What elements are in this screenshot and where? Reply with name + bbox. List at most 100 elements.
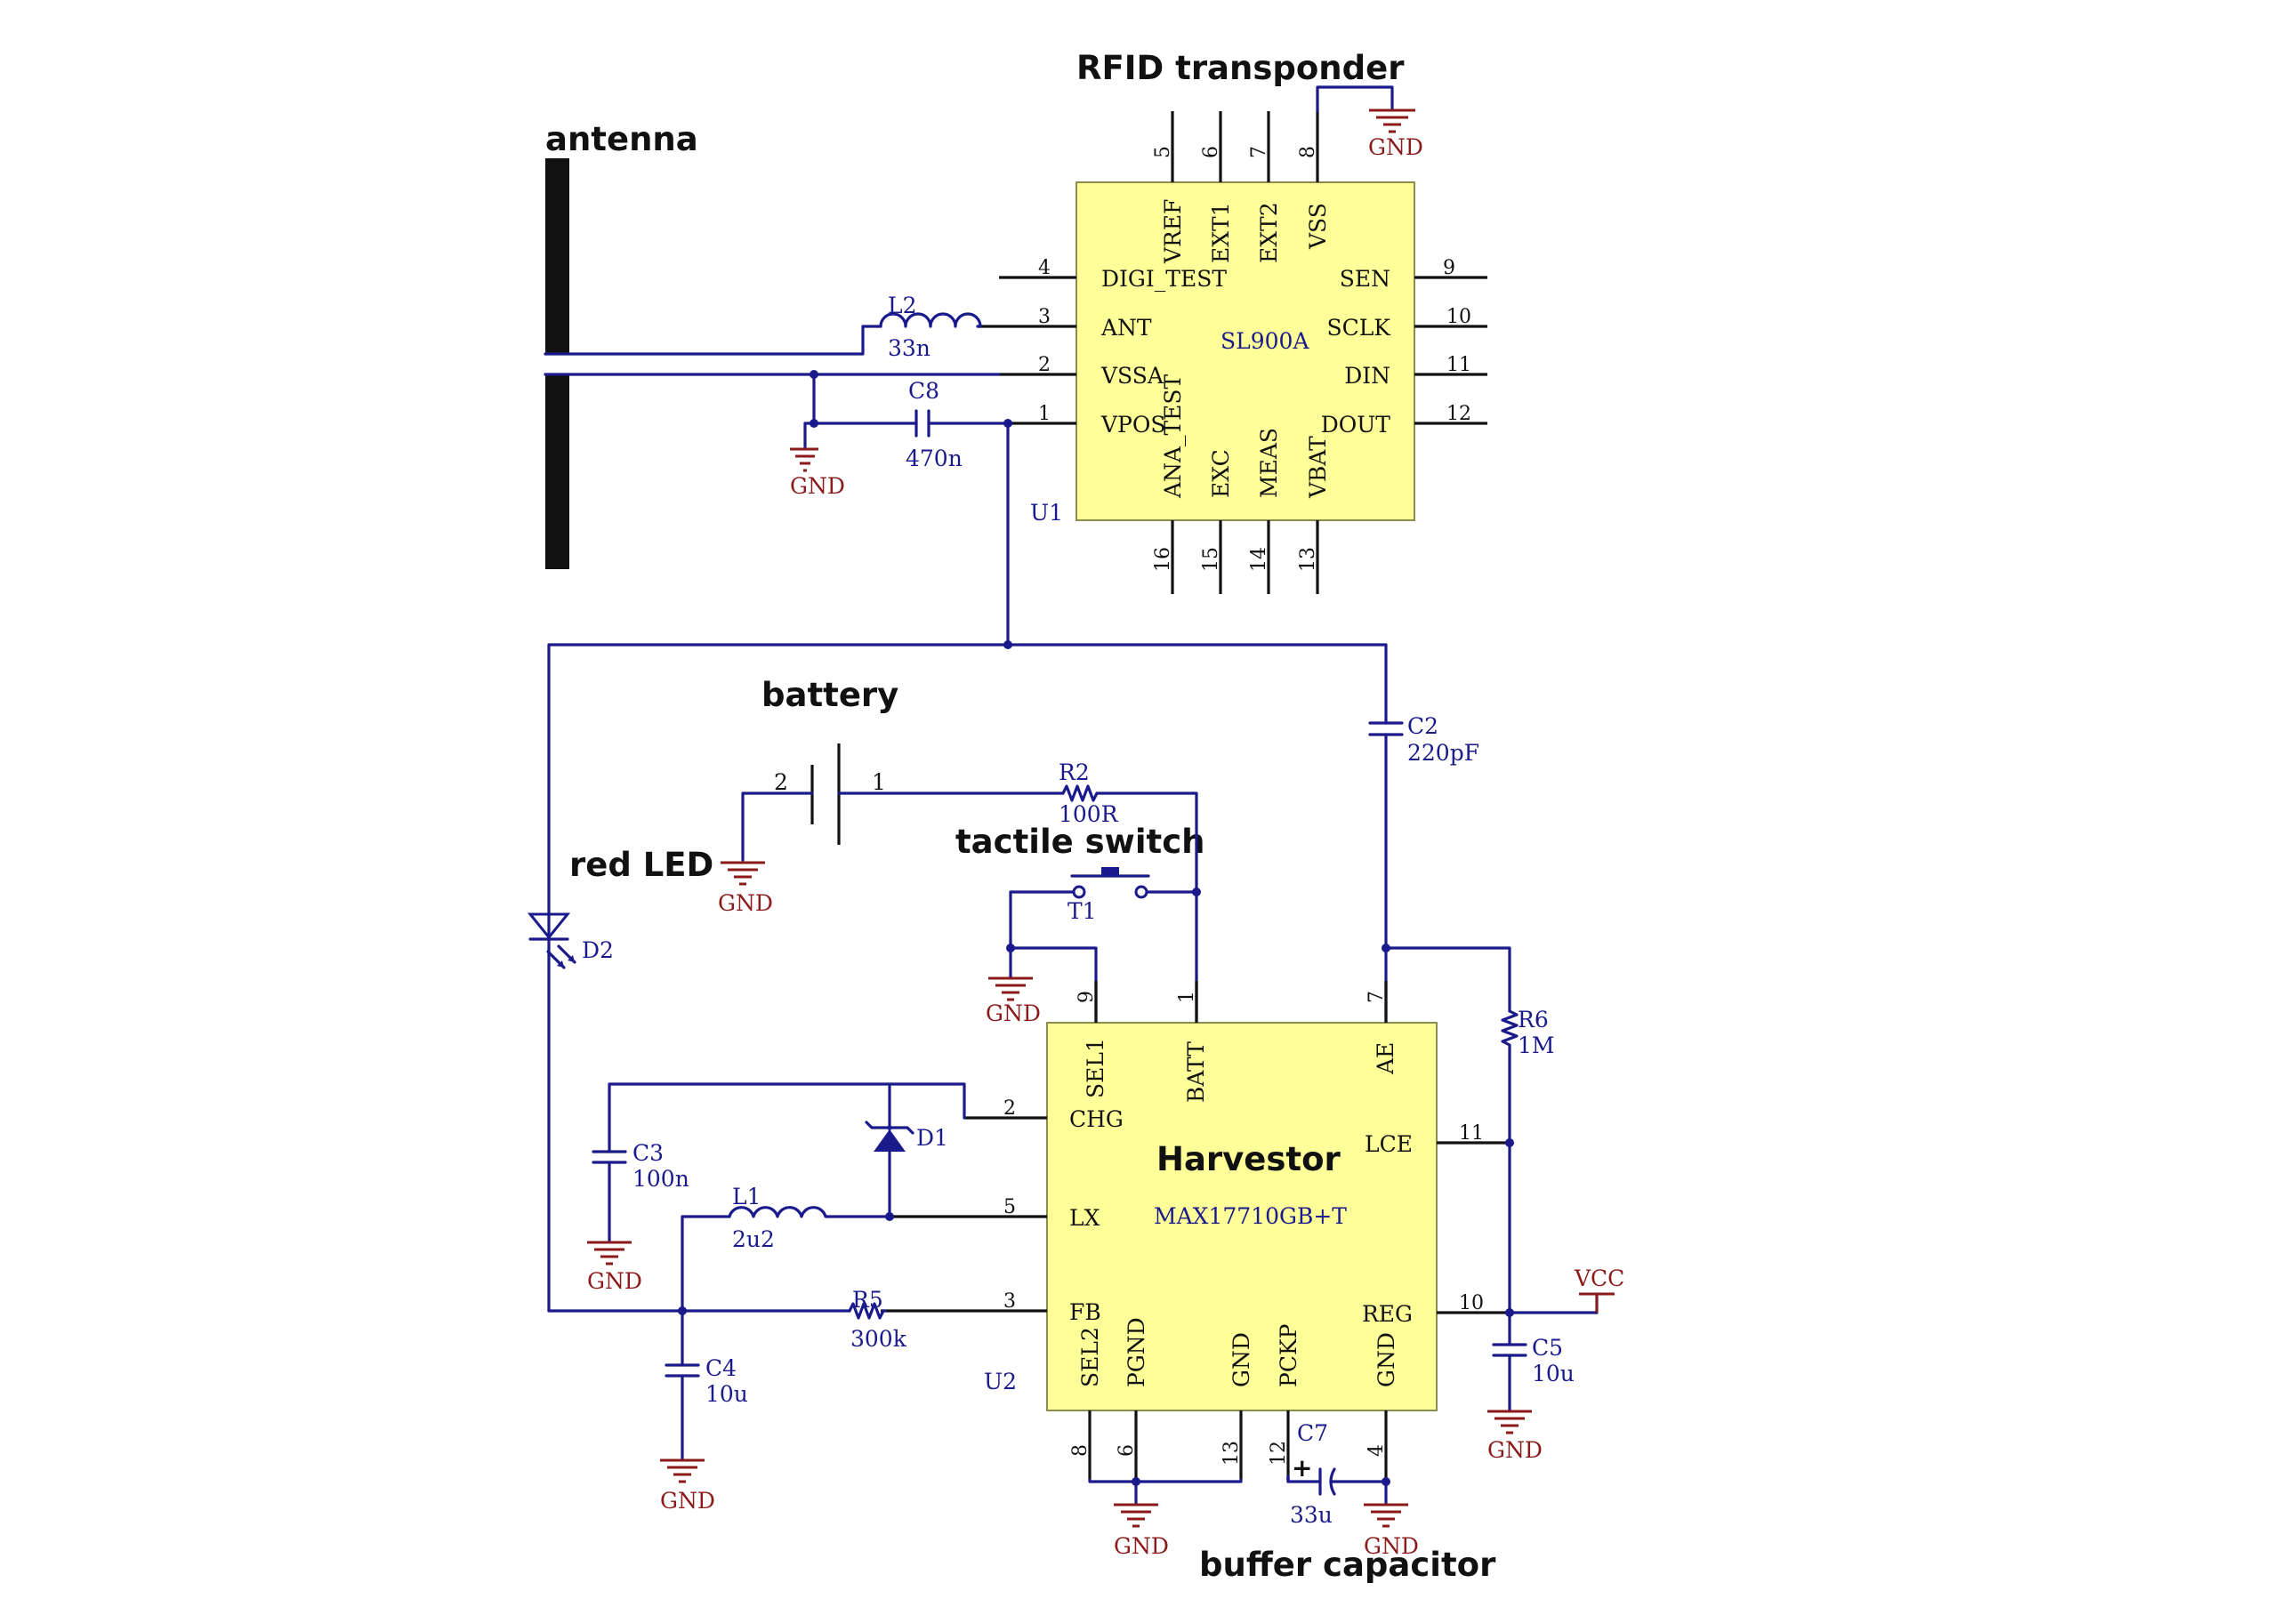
antenna-wiring (544, 312, 1010, 647)
u2-pgnd-ground (1114, 1503, 1158, 1528)
u1-pin16-num: 16 (1152, 547, 1174, 572)
c4-ground (660, 1458, 705, 1483)
gnd-label-battery: GND (718, 890, 773, 916)
c3-ground (587, 1241, 632, 1266)
u2-pin8-num: 8 (1069, 1444, 1092, 1457)
c2-value: 220pF (1407, 740, 1479, 766)
battery-label: battery (761, 676, 898, 714)
u2-pin-sel2: SEL2 (1077, 1327, 1103, 1387)
u1-pin1-num: 1 (1038, 403, 1051, 425)
d1-zener-diode (865, 1121, 914, 1152)
u1-pin-din: DIN (1344, 363, 1390, 389)
gnd-label-c4: GND (660, 1488, 715, 1514)
d1-ref: D1 (916, 1125, 948, 1151)
gnd-label-c8: GND (790, 473, 845, 499)
switch-ground (988, 976, 1033, 1001)
r5-resistor (848, 1302, 887, 1320)
u1-pin-ext1: EXT1 (1208, 202, 1234, 263)
gnd-label-gnd4: GND (1364, 1533, 1419, 1559)
u2-pin13-num: 13 (1221, 1441, 1243, 1466)
u2-pin-gnd13: GND (1229, 1332, 1254, 1387)
u1-pin-sen: SEN (1340, 266, 1390, 292)
u2-pin-batt: BATT (1183, 1041, 1209, 1103)
u2-pin-fb: FB (1069, 1299, 1101, 1325)
rfid-transponder-label: RFID transponder (1076, 49, 1405, 87)
u1-pin-vref: VREF (1160, 199, 1186, 264)
l1-ref: L1 (732, 1184, 761, 1209)
u2-pin-sel1: SEL1 (1083, 1038, 1108, 1098)
u1-pin6-num: 6 (1200, 146, 1222, 158)
u1-pin2-num: 2 (1038, 354, 1051, 376)
u2-harvestor-chip (881, 981, 1510, 1480)
gnd-label-switch: GND (986, 1000, 1041, 1026)
u1-pin-vss: VSS (1305, 203, 1331, 250)
l2-ref: L2 (888, 293, 917, 318)
u2-pin-lce: LCE (1365, 1131, 1413, 1157)
u1-pin5-num: 5 (1152, 146, 1174, 158)
u2-pin11-num: 11 (1459, 1122, 1484, 1145)
u2-pin9-num: 9 (1075, 991, 1098, 1003)
c4-value: 10u (705, 1381, 748, 1407)
vcc-label: VCC (1574, 1266, 1624, 1291)
l1-value: 2u2 (732, 1226, 775, 1252)
u2-pin-pgnd: PGND (1124, 1317, 1149, 1387)
c7-ref: C7 (1297, 1420, 1328, 1446)
u1-pin7-num: 7 (1248, 146, 1270, 158)
u1-part-number: SL900A (1221, 328, 1309, 354)
c4-ref: C4 (705, 1355, 737, 1381)
u2-pin1-num: 1 (1176, 991, 1198, 1003)
u1-pin-digi-test: DIGI_TEST (1101, 266, 1227, 292)
u1-pin-sclk: SCLK (1326, 315, 1391, 341)
red-led-label: red LED (569, 846, 713, 884)
d2-ref: D2 (582, 937, 614, 963)
c5-ref: C5 (1532, 1335, 1563, 1361)
u1-pin-ant: ANT (1100, 315, 1152, 341)
r2-ref: R2 (1059, 759, 1090, 785)
u1-pin8-num: 8 (1297, 146, 1319, 158)
l2-ground (790, 447, 818, 472)
u1-pin10-num: 10 (1446, 306, 1471, 328)
tactile-switch-label: tactile switch (955, 823, 1204, 861)
u2-pin6-num: 6 (1116, 1444, 1138, 1457)
u2-pin12-num: 12 (1268, 1441, 1290, 1466)
u1-pin14-num: 14 (1248, 547, 1270, 572)
battery-symbol (741, 743, 1065, 862)
u1-pin-vpos: VPOS (1100, 412, 1166, 438)
r6-ref: R6 (1518, 1007, 1549, 1032)
c5-value: 10u (1532, 1361, 1575, 1386)
battery-pin1: 1 (872, 769, 886, 795)
u2-pin4-num: 4 (1366, 1444, 1388, 1457)
u1-vss-ground-net (1316, 85, 1415, 133)
u2-pin-lx: LX (1069, 1205, 1100, 1231)
u1-pin-meas: MEAS (1256, 428, 1282, 498)
u2-left-wiring (547, 1082, 966, 1460)
u1-pin15-num: 15 (1200, 547, 1222, 572)
u2-title: Harvestor (1156, 1140, 1341, 1178)
u2-gnd4-ground (1364, 1503, 1408, 1528)
u1-pin-dout: DOUT (1321, 412, 1391, 438)
c3-ref: C3 (632, 1140, 664, 1166)
u2-pin2-num: 2 (1003, 1097, 1016, 1120)
c8-value: 470n (906, 446, 963, 471)
u1-pin-vssa: VSSA (1100, 363, 1164, 389)
r5-value: 300k (850, 1326, 907, 1352)
u2-reference: U2 (984, 1369, 1017, 1394)
u1-pin-vbat: VBAT (1305, 436, 1331, 499)
u2-pin-ae: AE (1373, 1042, 1398, 1075)
c7-polarity: + (1292, 1453, 1312, 1482)
c3-value: 100n (632, 1166, 689, 1192)
d2-led-symbol (527, 912, 576, 969)
antenna-symbol (545, 158, 569, 569)
u2-bottom-wiring (1088, 1474, 1290, 1505)
u2-pin5-num: 5 (1003, 1196, 1016, 1218)
c8-ref: C8 (908, 378, 939, 404)
u2-pin-chg: CHG (1069, 1106, 1124, 1132)
r2-value: 100R (1059, 801, 1119, 827)
u1-reference: U1 (1030, 500, 1063, 526)
c5-ground (1487, 1410, 1532, 1434)
l2-value: 33n (888, 335, 930, 361)
u2-pin-reg: REG (1362, 1301, 1413, 1327)
u2-pin3-num: 3 (1003, 1290, 1016, 1313)
t1-ref: T1 (1067, 898, 1097, 924)
u2-pin-gnd4: GND (1374, 1332, 1399, 1387)
